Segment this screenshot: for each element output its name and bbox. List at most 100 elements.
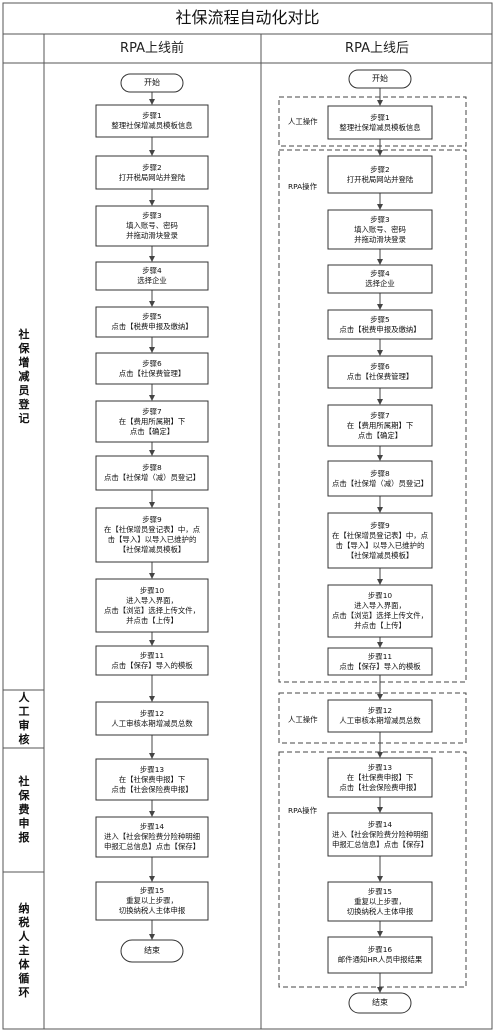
- step-title: 步骤8: [142, 463, 162, 472]
- step-text-line: 填入账号、密码: [354, 224, 406, 234]
- step-text-line: 重复以上步骤，: [126, 896, 178, 905]
- before-step-10-box: [95, 578, 209, 633]
- stage-label-review: 人工审核: [5, 690, 43, 748]
- diagram-title: 社保流程自动化对比: [175, 8, 320, 28]
- step-title: 步骤1: [142, 111, 162, 120]
- step-text-line: 并拖动滑块登录: [354, 234, 406, 244]
- after-step-8-box: [327, 460, 433, 497]
- step-text-line: 并拖动滑块登录: [126, 231, 178, 240]
- step-title: 步骤14: [139, 822, 165, 831]
- step-text-line: 点击【税费申报及缴纳】: [339, 324, 421, 334]
- step-text-line: 点击【社会保险费申报】: [111, 784, 193, 794]
- step-text-line: 在【社保费申报】下: [346, 772, 414, 782]
- after-end-terminal-text: 结束: [349, 993, 411, 1013]
- stage-label-text: 纳税人主体循环: [18, 901, 30, 999]
- step-title: 步骤6: [370, 362, 390, 371]
- stage-label-text: 人工审核: [18, 691, 30, 746]
- after-step-5-box: [327, 309, 433, 340]
- step-text-line: 邮件通知HR人员申报结果: [337, 955, 423, 964]
- before-start-terminal-text: 开始: [121, 74, 183, 92]
- group-label-manual: 人工操作: [288, 715, 318, 724]
- group-label-rpa: RPA操作: [288, 182, 317, 191]
- before-step-3-box: [95, 205, 209, 247]
- after-step-15-box: [327, 881, 433, 922]
- step-text-line: 进入导入界面，: [354, 601, 406, 610]
- step-text-line: 点击【社保费管理】: [346, 372, 414, 381]
- step-title: 步骤9: [370, 520, 390, 530]
- step-title: 步骤1: [370, 112, 390, 122]
- step-title: 步骤2: [142, 162, 162, 172]
- after-step-10-box: [327, 584, 433, 638]
- step-text-line: 在【社保增员登记表】中，点: [103, 525, 201, 534]
- before-step-7-box: [95, 400, 209, 443]
- step-text-line: 在【社保费申报】下: [118, 774, 186, 784]
- step-text-line: 并点击【上传】: [126, 615, 178, 625]
- step-text-line: 点击【浏览】选择上传文件，: [103, 605, 201, 615]
- after-step-9-box: [327, 512, 433, 569]
- step-title: 步骤8: [370, 468, 390, 478]
- step-text-line: 重复以上步骤，: [354, 896, 406, 906]
- group-region-rpa: [278, 751, 467, 988]
- step-text-line: 点击【确定】: [129, 426, 175, 436]
- step-title: 步骤15: [139, 886, 165, 895]
- step-text-line: 进入【社会保险费分险种明细: [331, 829, 429, 839]
- step-title: 步骤3: [370, 214, 390, 224]
- step-title: 步骤11: [139, 650, 165, 660]
- after-step-16-box: [327, 936, 433, 974]
- terminal-label: 结束: [372, 998, 388, 1007]
- group-region-manual: [278, 96, 467, 147]
- group-region-manual: [278, 692, 467, 744]
- step-text-line: 选择企业: [137, 276, 167, 285]
- step-text-line: 打开税局网站并登陆: [118, 172, 186, 182]
- step-title: 步骤6: [142, 358, 162, 368]
- before-step-11-box: [95, 645, 209, 676]
- stage-label-text: 社保增减员登记: [18, 327, 30, 425]
- step-text-line: 进入【社会保险费分险种明细: [103, 832, 201, 841]
- step-title: 步骤15: [367, 886, 393, 896]
- step-text-line: 整理社保增减员模板信息: [111, 121, 193, 130]
- after-start-terminal-text: 开始: [349, 70, 411, 88]
- step-text-line: 在【费用所属期】下: [346, 420, 414, 430]
- step-title: 步骤2: [370, 164, 390, 174]
- step-text-line: 点击【社保增（减）员登记】: [103, 473, 201, 482]
- column-header-before: RPA上线前: [120, 41, 184, 57]
- step-title: 步骤7: [370, 410, 390, 420]
- step-text-line: 人工审核本期增减员总数: [111, 718, 193, 728]
- step-text-line: 点击【社会保险费申报】: [339, 782, 421, 792]
- group-region-rpa: [278, 149, 467, 683]
- stage-label-loop: 纳税人主体循环: [5, 872, 43, 1029]
- step-title: 步骤10: [139, 585, 165, 595]
- step-text-line: 点击【保存】导入的模板: [111, 660, 193, 670]
- step-text-line: 进入导入界面，: [126, 595, 178, 605]
- step-title: 步骤11: [367, 651, 393, 661]
- before-step-9-box: [95, 507, 209, 563]
- step-title: 步骤16: [367, 945, 393, 954]
- step-text-line: 点击【税费申报及缴纳】: [111, 322, 193, 331]
- after-step-1-box: [327, 105, 433, 140]
- after-step-6-box: [327, 355, 433, 389]
- step-text-line: 在【社保增员登记表】中，点: [331, 530, 429, 540]
- after-start-terminal: [348, 69, 412, 89]
- step-title: 步骤13: [139, 764, 165, 774]
- after-step-12-box: [327, 699, 433, 733]
- step-text-line: 点击【确定】: [357, 430, 403, 440]
- after-step-3-box: [327, 209, 433, 250]
- before-step-5-box: [95, 306, 209, 338]
